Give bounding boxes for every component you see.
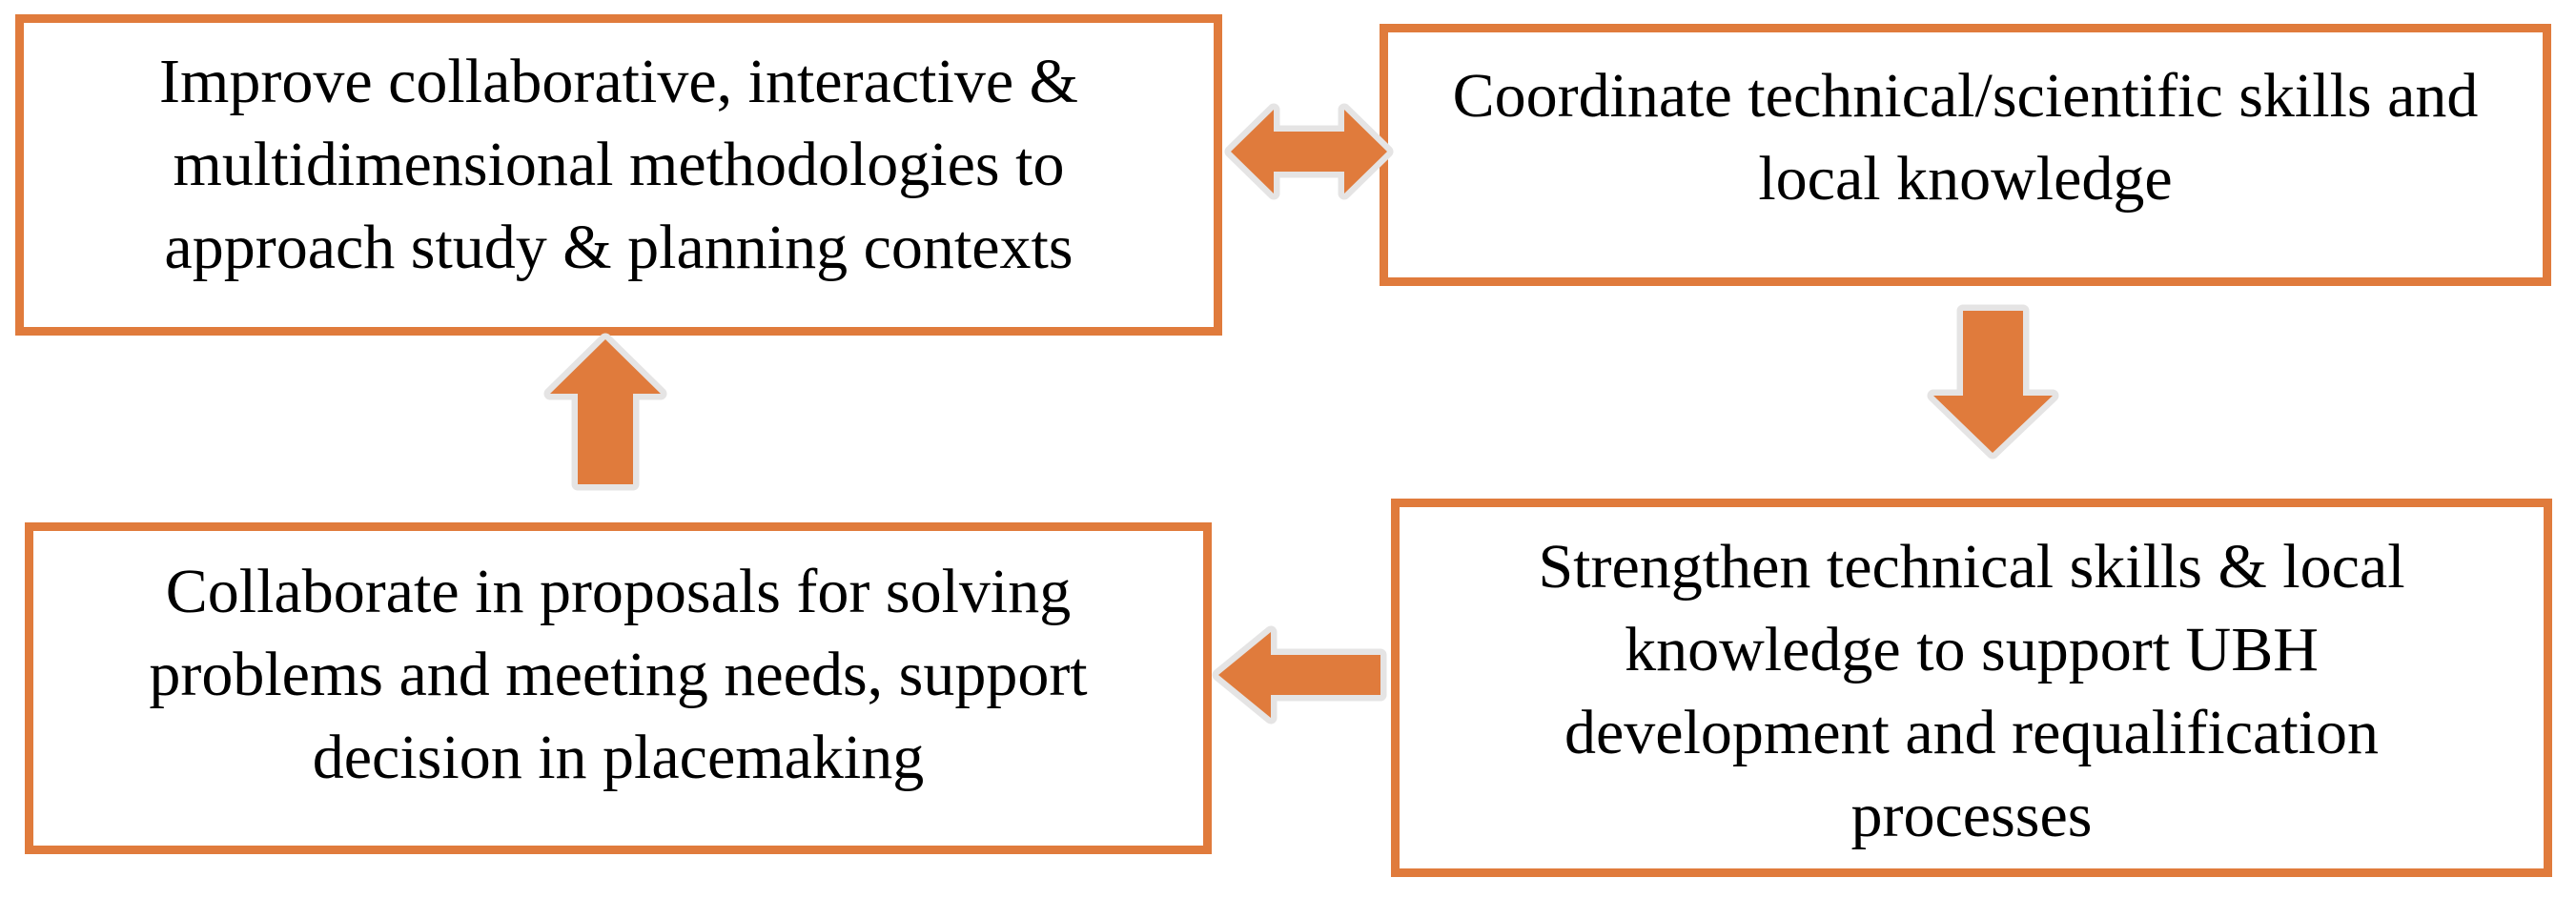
box-strengthen-skills: Strengthen technical skills & local know… [1391,499,2552,877]
box-improve-methodologies: Improve collaborative, interactive & mul… [15,14,1222,336]
box-strengthen-skills-text: Strengthen technical skills & local know… [1538,531,2405,850]
box-collaborate-proposals-text: Collaborate in proposals for solving pro… [149,556,1088,792]
box-coordinate-skills: Coordinate technical/scientific skills a… [1380,24,2551,286]
box-collaborate-proposals: Collaborate in proposals for solving pro… [25,522,1212,854]
left-arrow-icon [1212,625,1387,725]
up-arrow-icon [543,333,667,491]
down-arrow-icon [1927,304,2059,459]
double-headed-arrow-icon [1224,103,1394,200]
box-coordinate-skills-text: Coordinate technical/scientific skills a… [1452,60,2479,214]
box-improve-methodologies-text: Improve collaborative, interactive & mul… [159,47,1078,282]
